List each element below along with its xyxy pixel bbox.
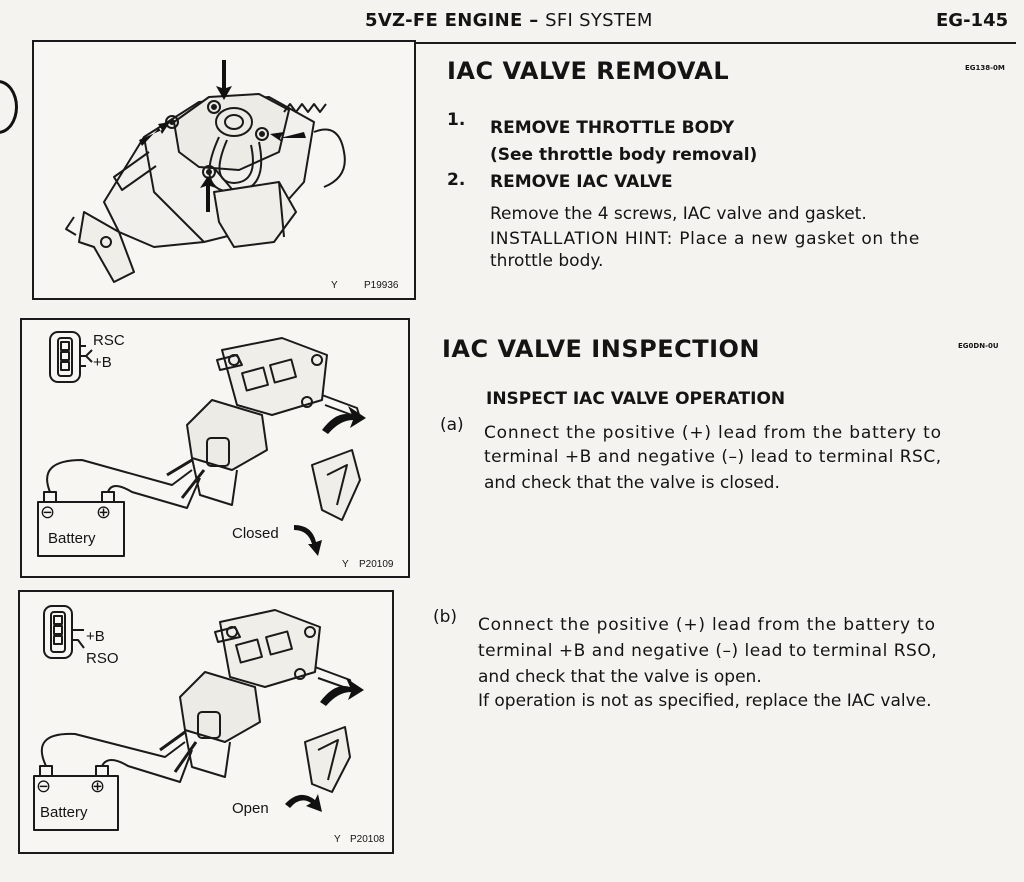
header-rule bbox=[36, 42, 1016, 44]
header-separator: – bbox=[529, 10, 539, 31]
removal-step1-num: 1. bbox=[447, 110, 466, 130]
fig3-term-rso: RSO bbox=[86, 650, 119, 667]
fig1-code: P19936 bbox=[364, 280, 399, 291]
inspection-title: IAC VALVE INSPECTION bbox=[442, 335, 760, 363]
fig3-term-b: +B bbox=[86, 628, 105, 645]
figure-closed-test: RSC +B ⊖ ⊕ Battery Closed Y P20109 bbox=[20, 318, 410, 578]
figure-open-test: +B RSO ⊖ ⊕ Battery Open Y P20108 bbox=[18, 590, 394, 854]
fig2-mark: Y bbox=[342, 559, 349, 570]
inspection-a-line1: Connect the positive (+) lead from the b… bbox=[484, 423, 942, 443]
figure-iac-removal: Y P19936 bbox=[32, 40, 416, 300]
fig2-term-rsc: RSC bbox=[93, 332, 125, 349]
header-subtitle: SFI SYSTEM bbox=[545, 10, 653, 31]
fig3-mark: Y bbox=[334, 834, 341, 845]
removal-step1-note: (See throttle body removal) bbox=[490, 145, 758, 165]
removal-step1-label: REMOVE THROTTLE BODY bbox=[490, 118, 735, 138]
fig3-code: P20108 bbox=[350, 834, 385, 845]
inspection-subtitle: INSPECT IAC VALVE OPERATION bbox=[486, 389, 786, 409]
fig2-state-label: Closed bbox=[232, 525, 279, 542]
fig3-battery-positive: ⊕ bbox=[90, 776, 106, 796]
page-number: EG-145 bbox=[936, 10, 1009, 31]
removal-step2-num: 2. bbox=[447, 170, 466, 190]
fig2-battery-label: Battery bbox=[48, 530, 96, 547]
fig2-battery-negative: ⊖ bbox=[40, 502, 56, 522]
inspection-b-label: (b) bbox=[433, 607, 458, 627]
removal-hint-line2: throttle body. bbox=[490, 251, 604, 271]
removal-hint-line1: INSTALLATION HINT: Place a new gasket on… bbox=[490, 229, 920, 249]
inspection-a-label: (a) bbox=[440, 415, 464, 435]
inspection-b-line2: terminal +B and negative (–) lead to ter… bbox=[478, 641, 938, 661]
header-title: 5VZ-FE ENGINE – SFI SYSTEM bbox=[365, 10, 653, 31]
iac-removal-illustration bbox=[65, 60, 346, 283]
open-test-illustration bbox=[33, 605, 364, 831]
fig3-battery-label: Battery bbox=[40, 804, 88, 821]
header-engine: 5VZ-FE ENGINE bbox=[365, 10, 523, 31]
fig2-term-b: +B bbox=[93, 354, 112, 371]
fig1-mark: Y bbox=[331, 280, 338, 291]
inspection-a-line2: terminal +B and negative (–) lead to ter… bbox=[484, 447, 942, 467]
closed-test-illustration bbox=[37, 331, 366, 557]
fig2-battery-positive: ⊕ bbox=[96, 502, 112, 522]
inspection-code: EG0DN-0U bbox=[958, 342, 999, 350]
fig3-state-label: Open bbox=[232, 800, 269, 817]
removal-title: IAC VALVE REMOVAL bbox=[447, 57, 730, 85]
inspection-b-line1: Connect the positive (+) lead from the b… bbox=[478, 615, 936, 635]
fig3-battery-negative: ⊖ bbox=[36, 776, 52, 796]
inspection-b-line4: If operation is not as specified, replac… bbox=[478, 691, 932, 711]
removal-code: EG138-0M bbox=[965, 64, 1005, 72]
removal-step2-label: REMOVE IAC VALVE bbox=[490, 172, 673, 192]
inspection-b-line3: and check that the valve is open. bbox=[478, 667, 762, 687]
fig2-code: P20109 bbox=[359, 559, 394, 570]
binder-hole-mark bbox=[0, 80, 18, 134]
removal-step2-text: Remove the 4 screws, IAC valve and gaske… bbox=[490, 204, 867, 224]
inspection-a-line3: and check that the valve is closed. bbox=[484, 473, 780, 493]
